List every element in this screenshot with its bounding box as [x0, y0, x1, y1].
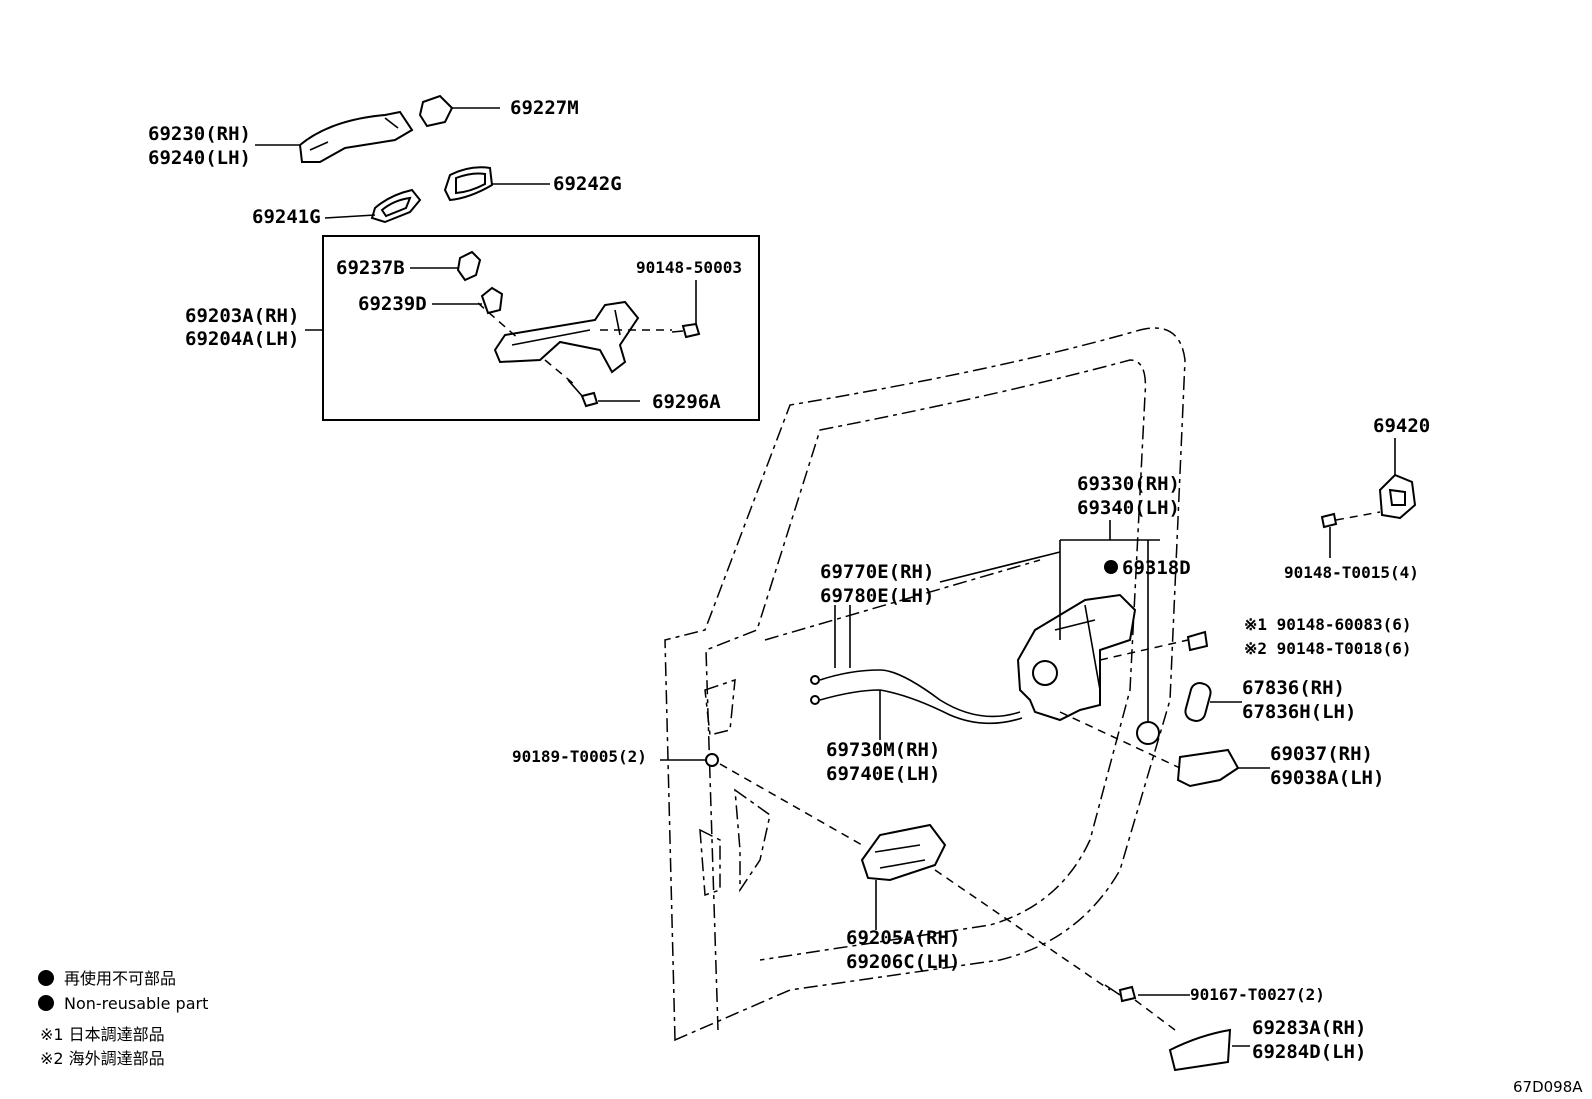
label-69227M: 69227M	[510, 97, 579, 119]
label-67836-rh: 67836(RH)	[1242, 677, 1345, 699]
bolt-90148-60083	[1186, 630, 1209, 652]
label-90189-T0005: 90189-T0005(2)	[512, 747, 647, 766]
label-90148-T0018: ※2 90148-T0018(6)	[1244, 639, 1412, 658]
label-90148-50003: 90148-50003	[636, 258, 742, 277]
label-69206C-lh: 69206C(LH)	[846, 951, 960, 973]
striker-69420	[1378, 473, 1417, 520]
label-69770E-rh: 69770E(RH)	[820, 561, 934, 583]
legend-note2: ※2 海外調達部品	[40, 1049, 165, 1068]
outside-handle	[298, 110, 414, 163]
label-90148-T0015: 90148-T0015(4)	[1284, 563, 1419, 582]
label-69241G: 69241G	[252, 206, 321, 228]
legend-note1: ※1 日本調達部品	[40, 1025, 165, 1044]
control-cables	[810, 669, 1023, 725]
inside-handle-69205A	[860, 823, 947, 882]
handle-pad-rear	[370, 188, 422, 224]
clip-90189	[705, 753, 719, 767]
label-69038A-lh: 69038A(LH)	[1270, 767, 1384, 789]
label-69296A: 69296A	[652, 391, 721, 413]
handle-frame-assembly	[493, 300, 640, 374]
label-69237B: 69237B	[336, 257, 405, 279]
non-reusable-mark	[1104, 560, 1118, 574]
leader-lines	[255, 107, 1396, 1047]
label-69203A-rh: 69203A(RH)	[185, 305, 299, 327]
door-lock-assembly	[1016, 593, 1137, 722]
label-69318D: 69318D	[1122, 557, 1191, 579]
label-69205A-rh: 69205A(RH)	[846, 927, 960, 949]
diagram-code: 67D098A	[1513, 1078, 1583, 1096]
bolt-90148-T0015	[1320, 512, 1338, 529]
legend-nonreusable-en: Non-reusable part	[64, 994, 208, 1013]
label-69780E-lh: 69780E(LH)	[820, 585, 934, 607]
clip-69237B	[456, 250, 482, 282]
label-69730M-rh: 69730M(RH)	[826, 739, 940, 761]
label-69330-rh: 69330(RH)	[1077, 473, 1180, 495]
bolt-90148-50003	[671, 322, 701, 339]
handle-pad-front	[443, 166, 494, 202]
label-67836H-lh: 67836H(LH)	[1242, 701, 1356, 723]
cushion-67836	[1184, 682, 1212, 722]
handle-cap	[418, 94, 454, 128]
grommet-69318D	[1136, 721, 1160, 745]
label-69340-lh: 69340(LH)	[1077, 497, 1180, 519]
cover-69283A	[1168, 1028, 1232, 1072]
label-69037-rh: 69037(RH)	[1270, 743, 1373, 765]
label-69740E-lh: 69740E(LH)	[826, 763, 940, 785]
screw-69296A	[567, 379, 599, 408]
cap-69239D	[480, 286, 504, 315]
label-69283A-rh: 69283A(RH)	[1252, 1017, 1366, 1039]
label-90167-T0027: 90167-T0027(2)	[1190, 985, 1325, 1004]
label-69230-rh: 69230(RH)	[148, 123, 251, 145]
label-69420: 69420	[1373, 415, 1430, 437]
label-69239D: 69239D	[358, 293, 427, 315]
legend-dot-jp	[38, 970, 54, 986]
legend-nonreusable-jp: 再使用不可部品	[64, 969, 176, 988]
label-69204A-lh: 69204A(LH)	[185, 328, 299, 350]
label-69284D-lh: 69284D(LH)	[1252, 1041, 1366, 1063]
label-69242G: 69242G	[553, 173, 622, 195]
label-69240-lh: 69240(LH)	[148, 147, 251, 169]
screw-90167	[1104, 984, 1137, 1003]
door-outline	[664, 327, 1186, 1042]
cover-69037	[1176, 748, 1240, 788]
inset-frame	[322, 235, 760, 421]
label-90148-60083: ※1 90148-60083(6)	[1244, 615, 1412, 634]
legend: 再使用不可部品 Non-reusable part ※1 日本調達部品 ※2 海…	[38, 969, 208, 1068]
legend-dot-en	[38, 995, 54, 1011]
